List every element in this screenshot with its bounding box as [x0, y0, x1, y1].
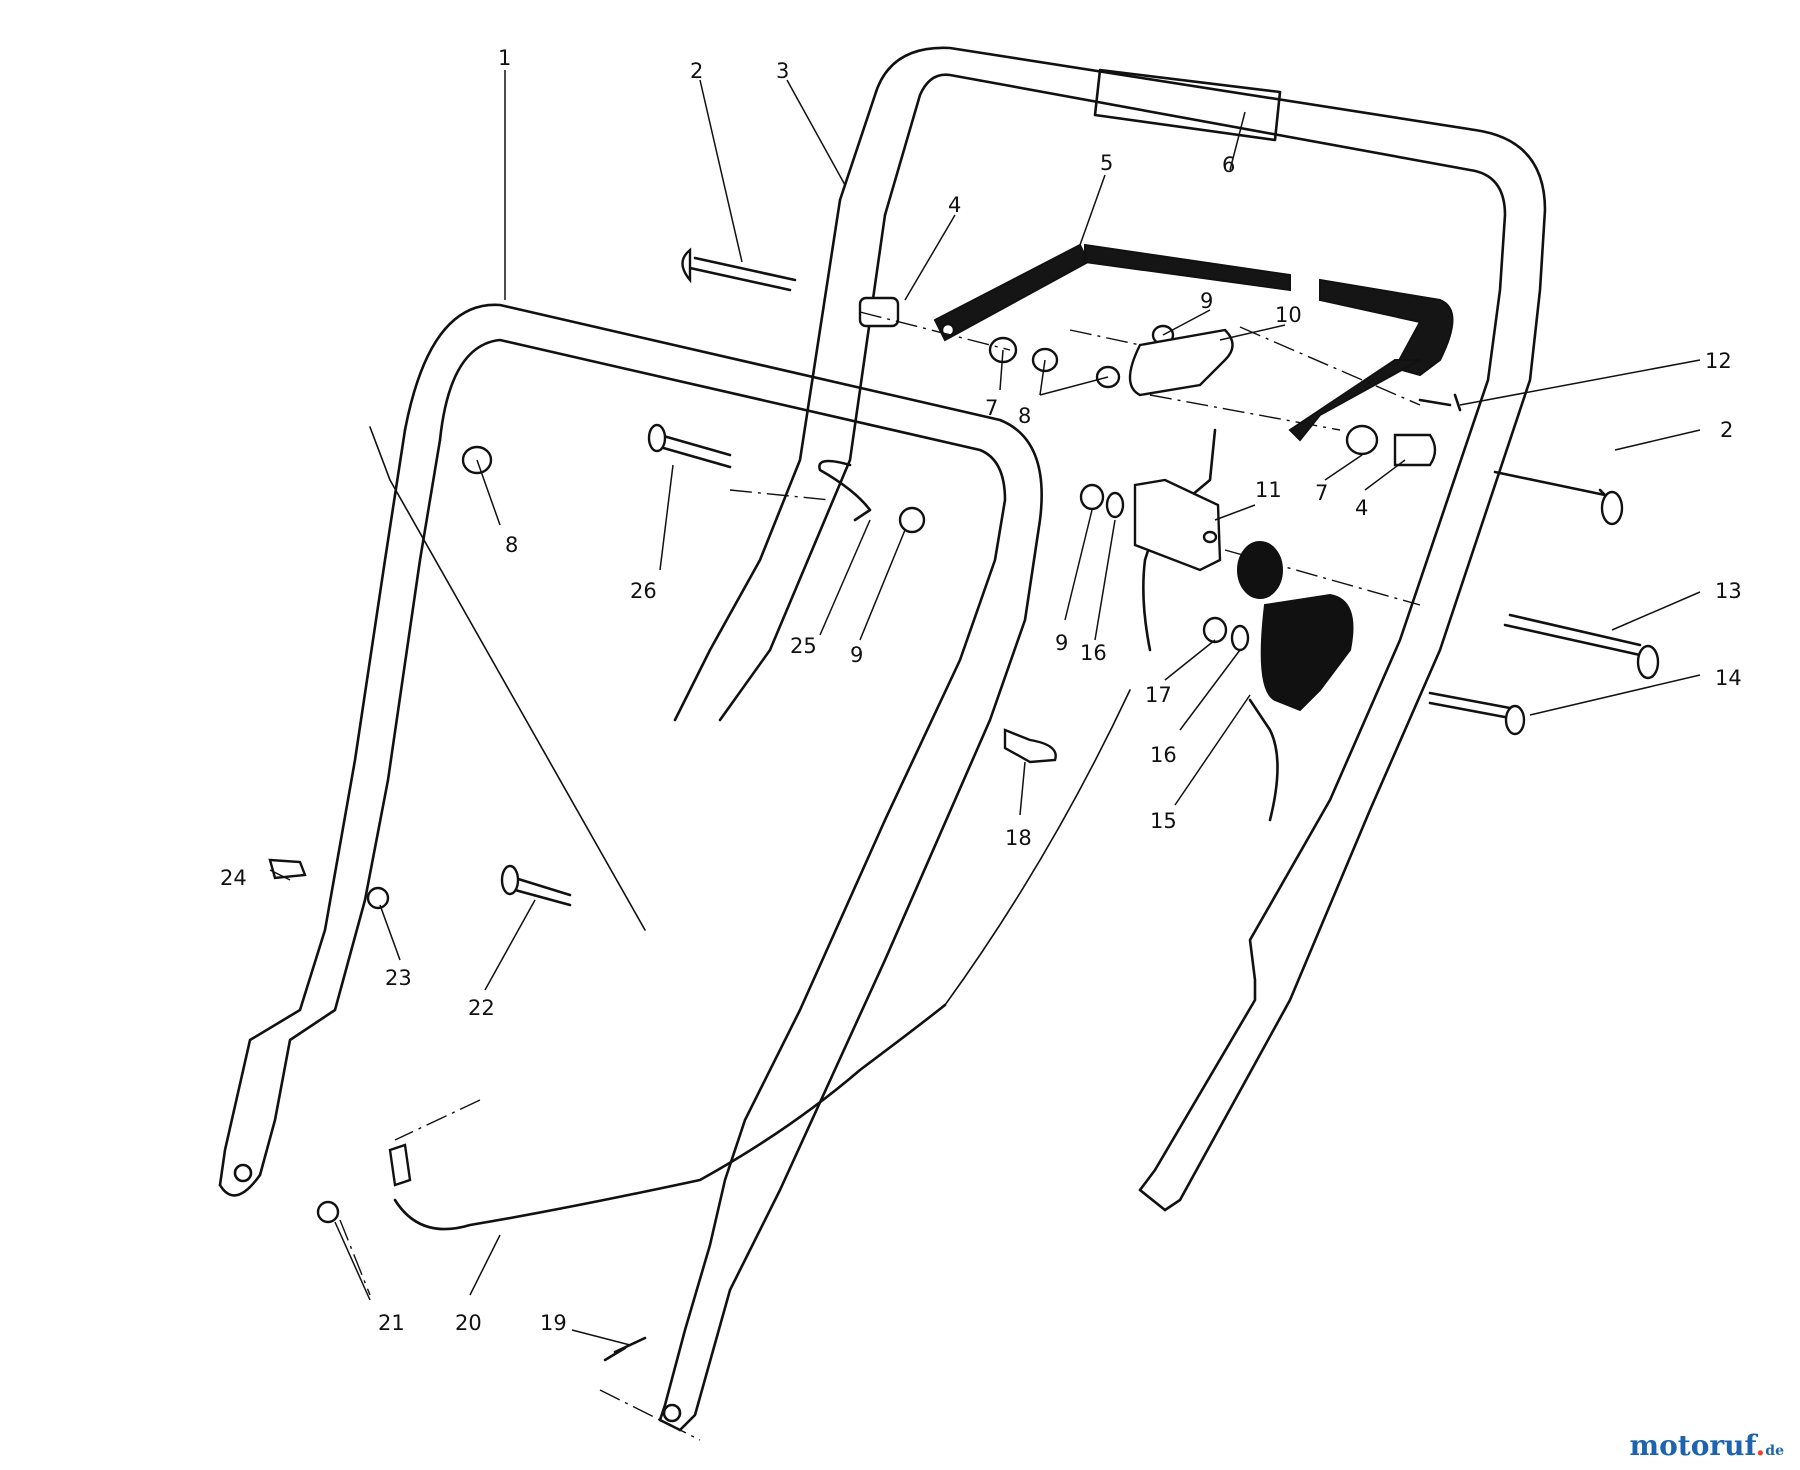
callout-8-center: 8: [1018, 404, 1031, 428]
callout-24: 24: [220, 866, 247, 890]
callout-14: 14: [1715, 666, 1742, 690]
callout-4-right: 4: [1355, 496, 1368, 520]
callout-9-left: 9: [850, 643, 863, 667]
callout-13: 13: [1715, 579, 1742, 603]
callout-2-right: 2: [1720, 418, 1733, 442]
brand-logo: motoruf.de: [1629, 1429, 1784, 1462]
callout-10: 10: [1275, 303, 1302, 327]
callout-22: 22: [468, 996, 495, 1020]
callout-19: 19: [540, 1311, 567, 1335]
hardware: [268, 247, 1660, 1441]
upper-handle: [673, 46, 1547, 1212]
logo-dot: .: [1755, 1429, 1766, 1462]
callout-23: 23: [385, 966, 412, 990]
logo-tld: de: [1765, 1443, 1784, 1459]
callout-21: 21: [378, 1311, 405, 1335]
callout-6: 6: [1222, 153, 1235, 177]
control-cable: [393, 428, 1279, 1231]
callout-26: 26: [630, 579, 657, 603]
callout-9-top: 9: [1200, 289, 1213, 313]
callout-11: 11: [1255, 478, 1282, 502]
callout-25: 25: [790, 634, 817, 658]
callout-20: 20: [455, 1311, 482, 1335]
leader-lines: [269, 70, 1701, 1346]
callout-16-top: 16: [1080, 641, 1107, 665]
callout-2-left: 2: [690, 59, 703, 83]
lower-handle: [218, 303, 1043, 1432]
callout-16-bottom: 16: [1150, 743, 1177, 767]
callout-4-left: 4: [948, 193, 961, 217]
callout-3: 3: [776, 59, 789, 83]
callout-7-right: 7: [1315, 481, 1328, 505]
callout-8-left: 8: [505, 533, 518, 557]
callout-9-center: 9: [1055, 631, 1068, 655]
callout-7-left: 7: [985, 396, 998, 420]
callout-5: 5: [1100, 151, 1113, 175]
callout-18: 18: [1005, 826, 1032, 850]
logo-brand: motoruf: [1629, 1429, 1756, 1462]
callout-17: 17: [1145, 683, 1172, 707]
callout-12: 12: [1705, 349, 1732, 373]
callout-15: 15: [1150, 809, 1177, 833]
callout-1: 1: [498, 46, 511, 70]
callout-labels: 1 2 3 5 6 4 9 10 12 7 8 2 7 4 11 8 13 26…: [220, 46, 1742, 1335]
